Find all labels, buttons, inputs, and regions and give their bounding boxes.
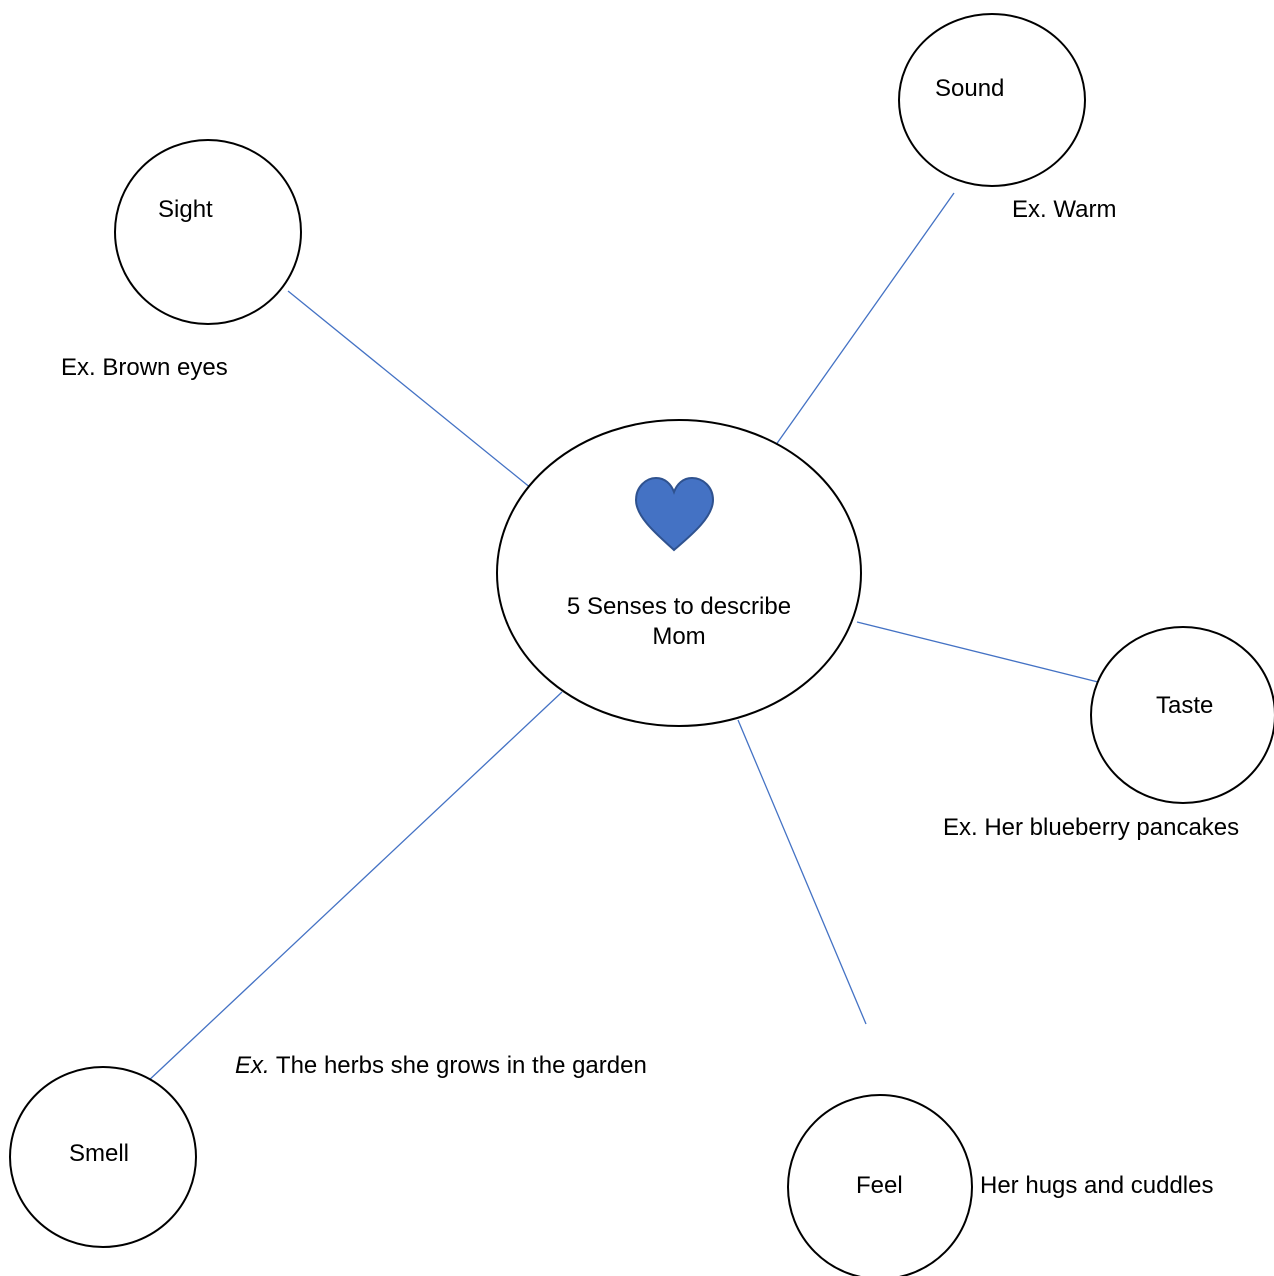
center-title-line2: Mom bbox=[652, 623, 706, 650]
connector-smell bbox=[145, 691, 563, 1084]
center-node bbox=[496, 419, 862, 727]
connector-taste bbox=[856, 621, 1103, 684]
taste-label: Taste bbox=[1156, 692, 1214, 719]
connector-sound bbox=[772, 192, 955, 450]
sight-node bbox=[114, 139, 302, 325]
feel-node bbox=[787, 1094, 973, 1276]
smell-node bbox=[9, 1066, 197, 1248]
sound-node bbox=[898, 13, 1086, 187]
taste-example: Ex. Her blueberry pancakes bbox=[943, 814, 1240, 841]
center-title: 5 Senses to describe Mom bbox=[529, 592, 829, 652]
connector-sight bbox=[287, 290, 538, 494]
smell-example: Ex. The herbs she grows in the garden bbox=[235, 1051, 647, 1081]
feel-label: Feel bbox=[856, 1172, 903, 1199]
sound-example: Ex. Warm bbox=[1012, 196, 1117, 223]
smell-label: Smell bbox=[69, 1140, 130, 1167]
taste-node bbox=[1090, 626, 1274, 804]
sound-label: Sound bbox=[935, 75, 1005, 102]
heart-icon bbox=[634, 476, 715, 552]
sight-label: Sight bbox=[158, 196, 213, 223]
feel-example: Her hugs and cuddles bbox=[980, 1172, 1214, 1199]
sight-example: Ex. Brown eyes bbox=[61, 354, 228, 381]
smell-example-text: The herbs she grows in the garden bbox=[275, 1052, 647, 1079]
connector-feel bbox=[737, 719, 867, 1025]
smell-example-prefix: Ex. bbox=[235, 1052, 270, 1079]
center-title-line1: 5 Senses to describe bbox=[566, 593, 792, 620]
